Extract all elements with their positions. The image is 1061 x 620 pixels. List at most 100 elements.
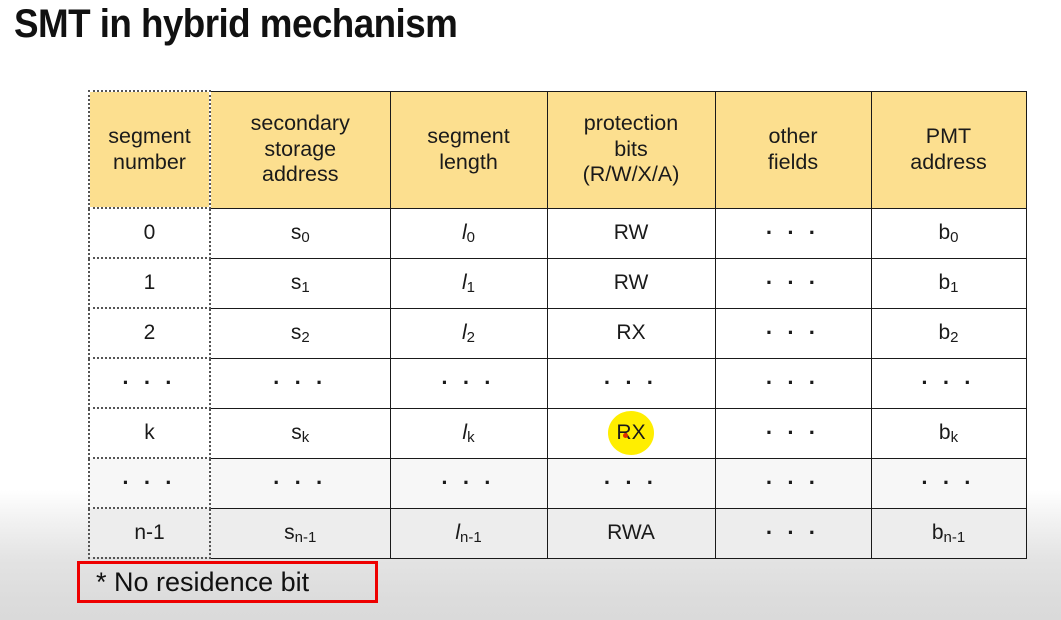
cell-other-fields: · · · [714, 307, 872, 359]
cell-text: RX [616, 320, 646, 344]
value-base: · · · [273, 369, 328, 395]
value-base: l [461, 320, 467, 344]
cell-other-fields: · · · [714, 207, 872, 259]
cell-segment-number: 0 [88, 207, 211, 259]
header-line: length [439, 149, 498, 174]
cell-segment-length: ln-1 [389, 507, 548, 559]
laser-pointer-core-icon [623, 433, 628, 438]
header-line: other [768, 124, 818, 149]
cell-pmt-address: bk [870, 407, 1027, 459]
cell-text: n-1 [134, 520, 165, 544]
cell-segment-number: · · · [88, 457, 211, 509]
cell-segment-length: lk [389, 407, 548, 459]
header-line: address [910, 149, 987, 174]
value-subscript: k [950, 428, 959, 446]
cell-text: · · · [122, 369, 177, 395]
cell-secondary-storage-address: sk [209, 407, 391, 459]
value-subscript: 1 [950, 278, 959, 296]
cell-protection-bits: RWA [546, 507, 716, 559]
cell-other-fields: · · · [714, 357, 872, 409]
value-base: l [462, 420, 468, 444]
value-base: l [455, 520, 460, 544]
cell-pmt-address: bn-1 [870, 507, 1027, 559]
value-base: · · · [921, 469, 976, 495]
cell-pmt-address: b1 [870, 257, 1027, 309]
cell-secondary-storage-address: · · · [209, 457, 391, 509]
cell-segment-number: · · · [88, 357, 211, 409]
value-base: · · · [921, 369, 976, 395]
laser-pointer-highlight-icon [608, 411, 654, 455]
cell-text: · · · [765, 369, 821, 395]
cell-secondary-storage-address: s0 [209, 207, 391, 259]
value-subscript: n-1 [943, 528, 966, 546]
cell-other-fields: · · · [714, 407, 872, 459]
value-base: · · · [441, 369, 496, 395]
cell-text: 0 [143, 220, 156, 244]
value-base: s [290, 220, 302, 244]
cell-segment-number: 2 [88, 307, 211, 359]
table-row: · · · · · · · · · · · · · · · · · · [88, 357, 1027, 409]
value-subscript: n-1 [294, 528, 317, 546]
cell-protection-bits: RX [546, 307, 716, 359]
cell-protection-bits: · · · [546, 457, 716, 509]
header-line: address [262, 162, 339, 187]
footnote-text: * No residence bit [96, 566, 310, 597]
cell-other-fields: · · · [714, 507, 872, 559]
header-line: (R/W/X/A) [582, 162, 680, 187]
header-line: protection [583, 111, 679, 136]
value-subscript: k [467, 428, 475, 446]
cell-other-fields: · · · [714, 457, 872, 509]
cell-text: · · · [765, 419, 821, 445]
cell-segment-length: l1 [389, 257, 548, 309]
header-line: fields [767, 149, 819, 174]
cell-text: RWA [607, 520, 655, 544]
cell-pmt-address: b0 [870, 207, 1027, 259]
cell-pmt-address: · · · [870, 457, 1027, 509]
cell-text: · · · [122, 469, 177, 495]
cell-protection-bits: RX [546, 407, 716, 459]
value-subscript: 0 [950, 228, 959, 246]
cell-secondary-storage-address: sn-1 [209, 507, 391, 559]
value-subscript: 1 [301, 278, 310, 296]
cell-segment-number: n-1 [88, 507, 211, 559]
value-subscript: 1 [466, 278, 475, 296]
cell-text: RW [613, 270, 649, 294]
cell-text: · · · [765, 219, 821, 245]
value-subscript: 2 [466, 328, 475, 346]
cell-protection-bits: RW [546, 257, 716, 309]
cell-secondary-storage-address: s2 [209, 307, 391, 359]
cell-text: RW [613, 220, 649, 244]
value-subscript: n-1 [459, 528, 482, 546]
value-base: l [461, 270, 467, 294]
header-line: secondary [250, 111, 350, 136]
cell-protection-bits: · · · [546, 357, 716, 409]
page-title: SMT in hybrid mechanism [14, 2, 458, 46]
cell-secondary-storage-address: · · · [209, 357, 391, 409]
value-base: s [291, 420, 302, 444]
value-base: · · · [441, 469, 496, 495]
value-base: b [938, 220, 951, 244]
cell-pmt-address: · · · [870, 357, 1027, 409]
value-base: b [938, 420, 951, 444]
value-base: b [938, 270, 951, 294]
value-subscript: 0 [466, 228, 475, 246]
value-base: · · · [273, 469, 328, 495]
table-row: · · · · · · · · · · · · · · · · · · [88, 457, 1027, 509]
value-base: b [938, 320, 951, 344]
cell-text: · · · [603, 369, 659, 395]
cell-text: 1 [143, 270, 156, 294]
value-base: s [290, 270, 302, 294]
cell-other-fields: · · · [714, 257, 872, 309]
header-line: segment [108, 124, 191, 149]
cell-text: · · · [765, 469, 821, 495]
